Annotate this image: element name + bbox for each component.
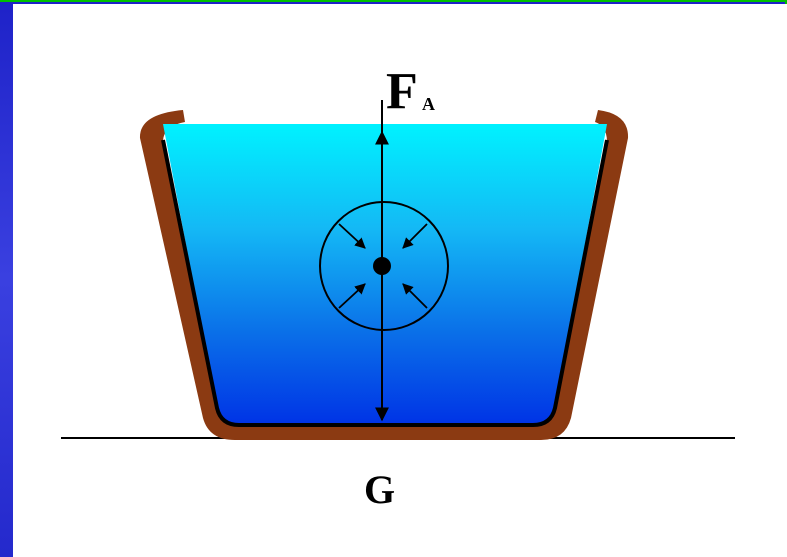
buoyant-force-label: F xyxy=(386,63,418,120)
buoyant-force-subscript: A xyxy=(422,94,435,114)
diagram-canvas: F A G xyxy=(13,4,787,557)
pressure-arrow-bottom-left xyxy=(338,283,366,309)
gravity-force-label: G xyxy=(364,467,395,512)
pressure-arrow-bottom-right xyxy=(402,283,428,309)
water-body xyxy=(163,124,607,425)
pressure-arrow-top-left xyxy=(338,223,366,249)
pressure-arrow-top-right xyxy=(402,223,428,249)
submerged-body-circle xyxy=(319,201,449,331)
center-of-mass-dot xyxy=(373,257,391,275)
vessel-inner-lining xyxy=(161,139,609,427)
buoyancy-diagram: F A G xyxy=(61,63,735,512)
